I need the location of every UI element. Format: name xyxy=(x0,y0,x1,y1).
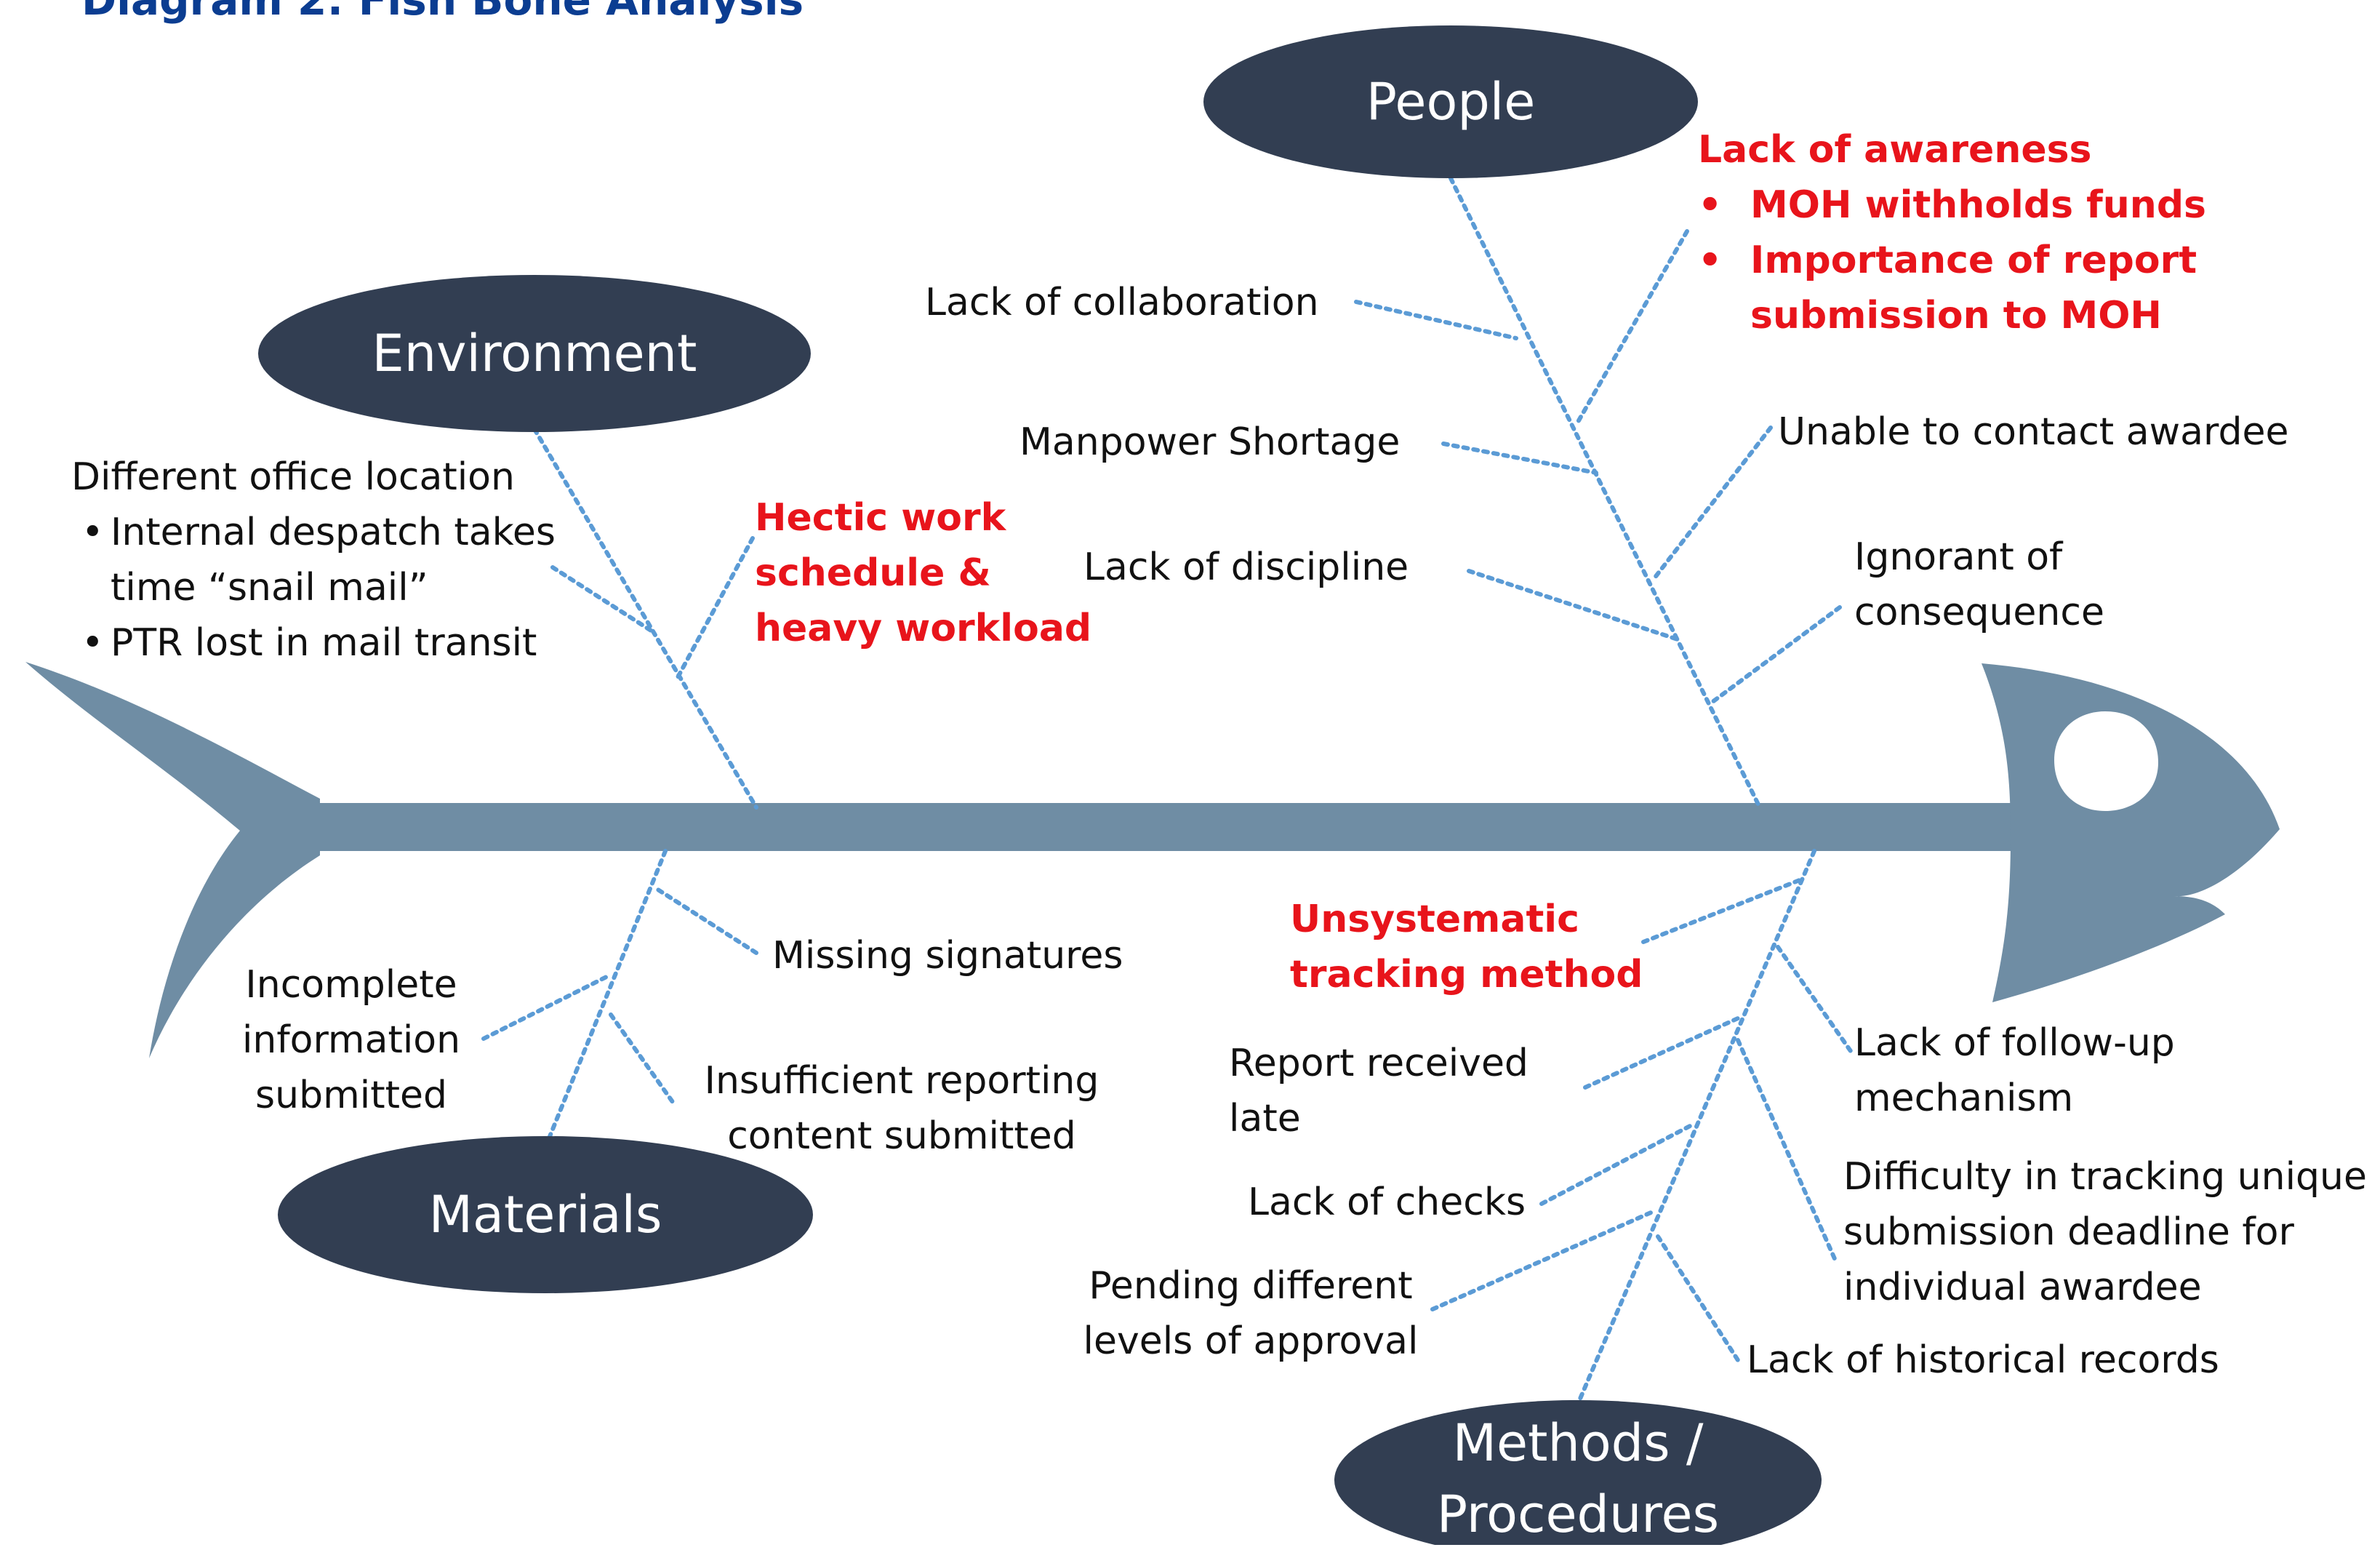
cause-lack-of-follow-up: Lack of follow-up mechanism xyxy=(1854,1015,2175,1126)
bone-incomplete xyxy=(481,972,613,1041)
methods-label-line-1: Methods / xyxy=(1452,1413,1704,1473)
cause-difficulty-tracking: Difficulty in tracking unique submission… xyxy=(1843,1149,2367,1315)
fish-tail xyxy=(25,662,320,1058)
bone-hectic xyxy=(674,536,755,682)
office-location-heading: Different office location xyxy=(71,455,515,499)
fish-spine xyxy=(305,803,2051,851)
environment-oval xyxy=(258,275,811,432)
cause-different-office-location: Different office location Internal despa… xyxy=(71,450,556,671)
cause-pending-approval: Pending different levels of approval xyxy=(1080,1258,1422,1369)
report-late-line-1: Report received xyxy=(1229,1042,1528,1085)
hectic-line-2: schedule & xyxy=(755,551,991,595)
methods-bone xyxy=(1576,849,1816,1406)
cause-incomplete-information: Incomplete information submitted xyxy=(231,957,471,1123)
diagram-title: Diagram 2: Fish Bone Analysis xyxy=(81,0,804,25)
materials-bone xyxy=(547,849,668,1140)
materials-label: Materials xyxy=(428,1185,662,1245)
bone-lack-of-discipline xyxy=(1467,569,1682,642)
lack-of-awareness-bullet-1: MOH withholds funds xyxy=(1698,177,2206,233)
hectic-line-3: heavy workload xyxy=(755,607,1092,650)
lack-of-awareness-bullet-2: Importance of report xyxy=(1698,233,2206,288)
cause-hectic-work-schedule: Hectic work schedule & heavy workload xyxy=(755,490,1091,656)
cause-report-received-late: Report received late xyxy=(1229,1036,1528,1146)
insufficient-line-2: content submitted xyxy=(727,1114,1076,1158)
unsystematic-line-2: tracking method xyxy=(1290,953,1643,996)
bone-insufficient xyxy=(609,1012,675,1104)
bone-difficulty-tracking xyxy=(1736,1038,1838,1264)
incomplete-line-1: Incomplete xyxy=(245,963,457,1007)
bone-lack-of-checks xyxy=(1539,1122,1696,1206)
cause-lack-of-awareness: Lack of awareness MOH withholds funds Im… xyxy=(1698,122,2206,343)
bone-office-location xyxy=(550,565,657,635)
cause-insufficient-reporting: Insufficient reporting content submitted xyxy=(698,1053,1105,1164)
cause-unsystematic-tracking: Unsystematic tracking method xyxy=(1290,892,1643,1002)
methods-label-line-2: Procedures xyxy=(1436,1485,1720,1544)
report-late-line-2: late xyxy=(1229,1097,1301,1140)
bone-pending-approval xyxy=(1430,1209,1656,1311)
bone-report-late xyxy=(1583,1016,1740,1090)
cause-lack-of-historical-records: Lack of historical records xyxy=(1747,1338,2219,1382)
hectic-line-1: Hectic work xyxy=(755,496,1006,540)
bone-missing-signatures xyxy=(652,885,758,955)
lack-of-awareness-bullet-2-cont: submission to MOH xyxy=(1750,294,2162,337)
bone-lack-of-collaboration xyxy=(1354,300,1518,340)
lack-of-awareness-heading: Lack of awareness xyxy=(1698,128,2092,172)
environment-bone xyxy=(532,427,758,810)
cause-missing-signatures: Missing signatures xyxy=(772,934,1123,978)
environment-label: Environment xyxy=(372,324,697,383)
office-location-bullet-2: PTR lost in mail transit xyxy=(81,615,556,671)
people-label: People xyxy=(1366,72,1536,132)
bone-unsystematic xyxy=(1641,878,1802,944)
cause-unable-to-contact: Unable to contact awardee xyxy=(1778,410,2289,454)
materials-oval xyxy=(278,1136,813,1293)
bone-lack-historical xyxy=(1656,1234,1740,1362)
cause-lack-of-collaboration: Lack of collaboration xyxy=(925,281,1319,324)
office-location-bullet-1-cont: time “snail mail” xyxy=(111,566,428,610)
unsystematic-line-1: Unsystematic xyxy=(1290,898,1579,941)
follow-up-line-1: Lack of follow-up xyxy=(1854,1021,2175,1065)
incomplete-line-3: submitted xyxy=(255,1074,447,1117)
cause-ignorant-of-consequence: Ignorant of consequence xyxy=(1854,530,2104,640)
difficulty-line-2: submission deadline for xyxy=(1843,1210,2294,1254)
bone-lack-of-awareness xyxy=(1576,229,1689,424)
cause-manpower-shortage: Manpower Shortage xyxy=(1019,420,1401,464)
methods-oval xyxy=(1334,1400,1822,1545)
incomplete-line-2: information xyxy=(241,1018,461,1062)
difficulty-line-3: individual awardee xyxy=(1843,1266,2202,1309)
methods-label: Methods / Procedures xyxy=(1334,1407,1822,1550)
bone-manpower-shortage xyxy=(1441,442,1598,475)
office-location-bullet-1: Internal despatch takes xyxy=(81,505,556,560)
bone-lack-follow-up xyxy=(1776,945,1853,1053)
follow-up-line-2: mechanism xyxy=(1854,1076,2074,1120)
insufficient-line-1: Insufficient reporting xyxy=(704,1059,1099,1103)
bone-ignorant xyxy=(1710,605,1842,704)
difficulty-line-1: Difficulty in tracking unique xyxy=(1843,1155,2367,1199)
pending-line-1: Pending different xyxy=(1089,1264,1413,1308)
people-bone xyxy=(1449,176,1762,810)
cause-lack-of-discipline: Lack of discipline xyxy=(1083,546,1409,589)
bone-unable-to-contact xyxy=(1652,426,1773,580)
ignorant-line-1: Ignorant of xyxy=(1854,535,2063,579)
pending-line-2: levels of approval xyxy=(1083,1319,1419,1363)
cause-lack-of-checks: Lack of checks xyxy=(1248,1181,1526,1224)
ignorant-line-2: consequence xyxy=(1854,591,2104,634)
people-oval xyxy=(1203,25,1698,178)
fish-head xyxy=(1982,663,2280,1002)
